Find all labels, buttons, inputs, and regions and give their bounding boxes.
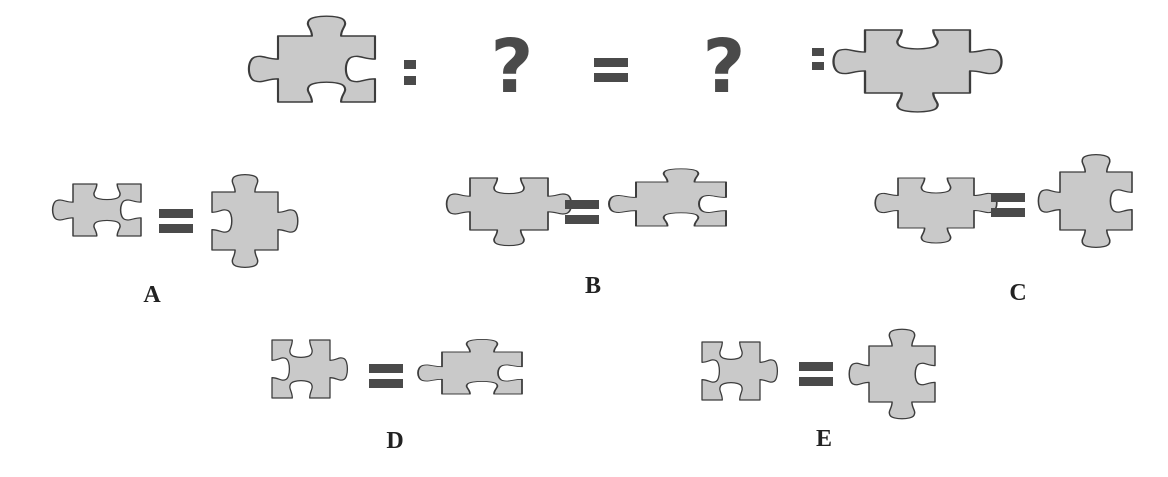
option-b-label[interactable]: B <box>585 273 601 300</box>
equals-icon <box>369 364 403 388</box>
option-b-piece-left <box>447 178 572 246</box>
equals-icon <box>159 209 193 233</box>
option-e[interactable] <box>702 329 935 419</box>
option-a-piece-right <box>212 175 298 268</box>
option-a[interactable] <box>53 175 298 268</box>
option-c-piece-left <box>875 178 997 243</box>
option-c[interactable] <box>875 155 1132 248</box>
ratio-colon-icon <box>404 60 416 85</box>
option-d-piece-left <box>272 340 347 398</box>
option-c-piece-right <box>1038 155 1132 248</box>
question-mark-right: ? <box>703 24 746 110</box>
equals-icon <box>565 200 599 224</box>
option-a-label[interactable]: A <box>143 282 160 309</box>
option-d-piece-right <box>418 339 522 394</box>
option-d[interactable] <box>272 339 522 398</box>
piece-given-right <box>834 30 1002 112</box>
piece-given-left <box>249 16 375 102</box>
option-a-piece-left <box>53 184 141 236</box>
option-b-piece-right <box>609 169 726 226</box>
equals-icon <box>594 58 628 82</box>
option-d-label[interactable]: D <box>386 428 403 455</box>
question-mark-left: ? <box>491 24 534 110</box>
ratio-colon-icon <box>812 48 824 70</box>
option-e-piece-right <box>849 329 935 419</box>
equals-icon <box>799 362 833 386</box>
option-e-label[interactable]: E <box>816 426 832 453</box>
option-c-label[interactable]: C <box>1009 280 1026 307</box>
option-e-piece-left <box>702 342 777 400</box>
option-b[interactable] <box>447 169 726 246</box>
